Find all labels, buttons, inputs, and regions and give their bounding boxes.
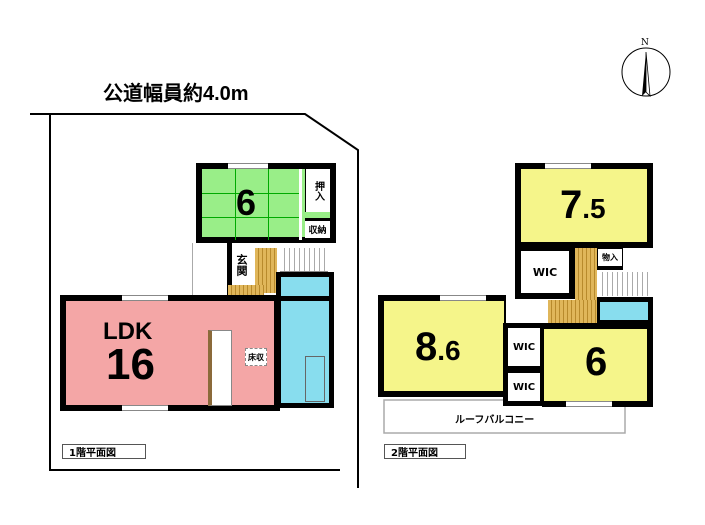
road-width-label: 公道幅員約4.0m [103, 83, 249, 105]
room-7-5-int: 7 [560, 183, 583, 227]
roof-balcony-label: ルーフバルコニー [455, 415, 535, 426]
hallway-floor [228, 285, 264, 295]
wic-middle: WIC [503, 323, 545, 371]
wic-lower: WIC [503, 368, 545, 406]
floor1-label: 1階平面図 [62, 444, 146, 459]
yukashu-label: 床収 [245, 348, 267, 366]
room-7-5-dec: .5 [582, 193, 606, 224]
window [440, 295, 486, 301]
genkan-label: 玄関 [235, 254, 248, 276]
toilet [276, 272, 334, 299]
north-compass: N [620, 38, 672, 100]
washitsu-size: 6 [236, 182, 257, 223]
hallway-floor [548, 300, 596, 323]
ldk-label: LDK [103, 318, 153, 345]
window [122, 405, 168, 411]
room-8-6 [378, 295, 506, 397]
window [566, 401, 612, 407]
window [545, 163, 591, 169]
room-7-5-size: 7.5 [560, 183, 606, 228]
toilet [597, 297, 653, 325]
ldk-size: 16 [106, 340, 155, 389]
floor2-label: 2階平面図 [384, 444, 466, 459]
kitchen-counter [208, 330, 232, 406]
room-8-6-int: 8 [415, 325, 438, 369]
shuno-storage: 収納 [305, 218, 330, 238]
compass-arrow-icon [621, 47, 671, 98]
hallway-floor [255, 248, 277, 293]
monoire-storage: 物入 [597, 248, 623, 270]
tatami-lines [202, 169, 302, 240]
staircase [598, 272, 648, 296]
bathtub [305, 356, 325, 402]
staircase [280, 248, 328, 272]
window [228, 163, 268, 169]
room-8-6-dec: .6 [437, 335, 461, 366]
entrance-area [192, 243, 232, 298]
wic-upper: WIC [515, 245, 575, 299]
north-label: N [641, 38, 649, 48]
room-8-6-size: 8.6 [415, 325, 461, 370]
room-6-size: 6 [585, 340, 608, 384]
oshiire-closet: 押入 [305, 169, 330, 212]
window [122, 295, 168, 301]
